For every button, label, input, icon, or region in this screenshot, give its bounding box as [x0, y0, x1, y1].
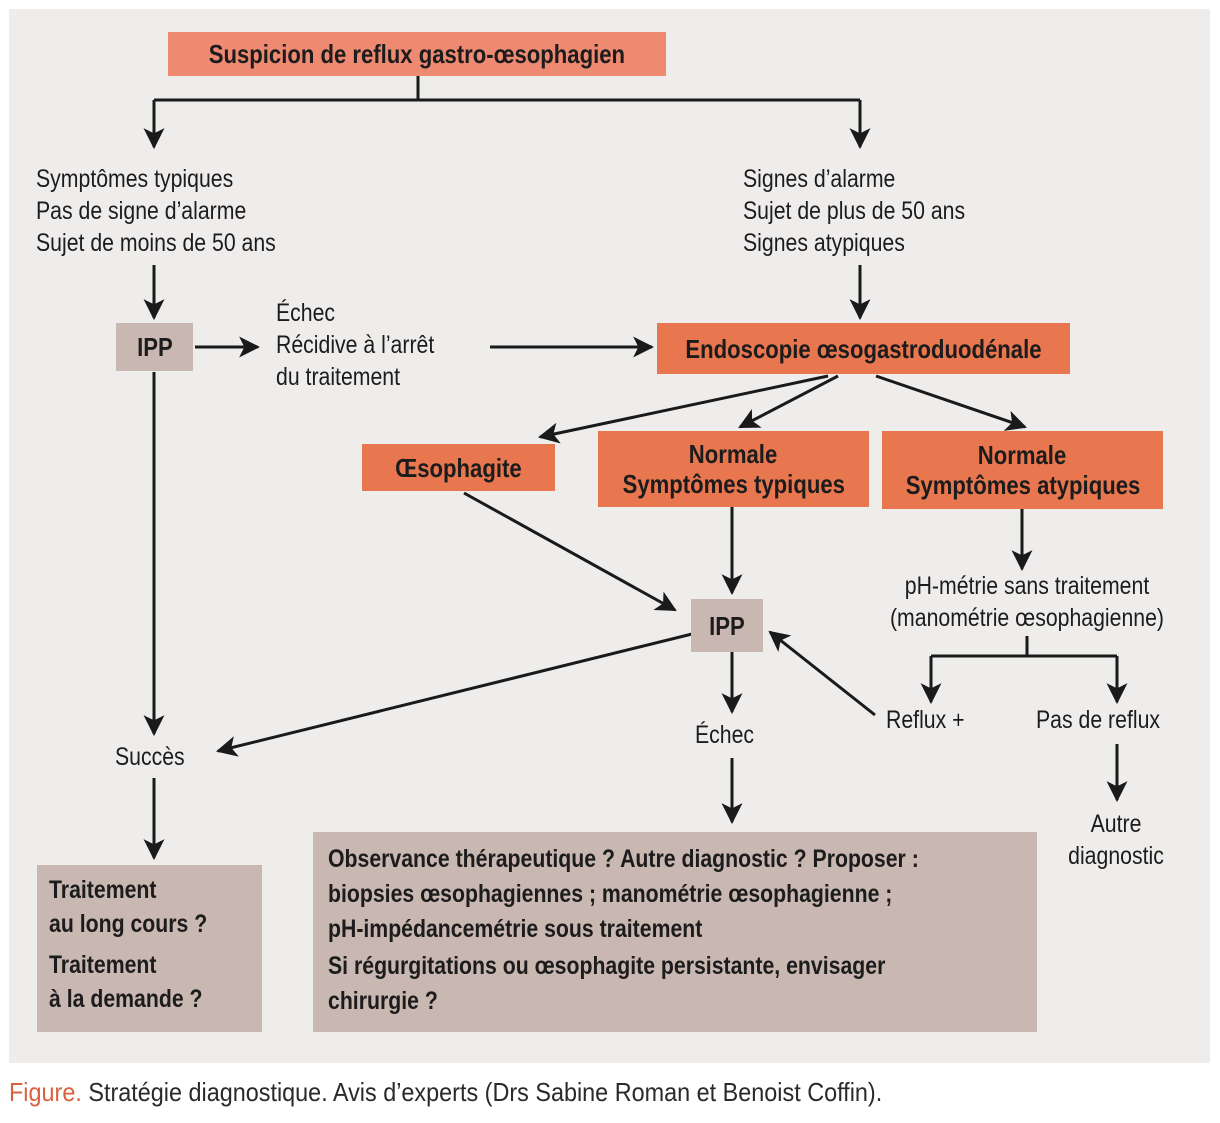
echec-line-1: Échec [276, 299, 336, 327]
right-criteria-line-2: Sujet de plus de 50 ans [743, 197, 966, 225]
oesophagite-box: Œsophagite [362, 444, 555, 491]
traitement-line-4: à la demande ? [49, 985, 203, 1013]
endoscopie-box: Endoscopie œsogastroduodénale [657, 323, 1070, 374]
arrow-to-normale-atypiques [875, 374, 1027, 431]
left-criteria-line-3: Sujet de moins de 50 ans [36, 229, 276, 257]
traitement-box: Traitement au long cours ? Traitement à … [37, 865, 262, 1032]
endoscopie-label: Endoscopie œsogastroduodénale [685, 333, 1042, 364]
observance-line-5: chirurgie ? [328, 987, 438, 1015]
arrow-to-oesophagite [537, 374, 829, 444]
normale-atypiques-line-2: Symptômes atypiques [905, 470, 1140, 500]
observance-line-3: pH-impédancemétrie sous traitement [328, 915, 703, 943]
normale-atypiques-box: Normale Symptômes atypiques [882, 431, 1163, 509]
traitement-line-3: Traitement [49, 951, 157, 979]
traitement-line-1: Traitement [49, 876, 157, 904]
arrow-to-normale-typiques [738, 374, 839, 429]
ipp-box-2: IPP [691, 599, 763, 652]
ipp-box-1: IPP [116, 323, 193, 371]
normale-typiques-line-1: Normale [689, 439, 778, 469]
arrow-oesophagite-to-ipp [463, 491, 677, 612]
ipp-label-2: IPP [709, 610, 745, 641]
suspicion-label: Suspicion de reflux gastro-œsophagien [208, 39, 626, 69]
observance-line-2: biopsies œsophagiennes ; manométrie œsop… [328, 880, 893, 908]
echec-2-label: Échec [695, 721, 755, 749]
ipp-label-1: IPP [136, 332, 173, 362]
reflux-plus-label: Reflux + [886, 706, 965, 734]
pas-de-reflux-label: Pas de reflux [1036, 706, 1161, 734]
arrow-reflux-to-ipp [768, 630, 876, 717]
arrow-ipp-to-succes-2 [215, 632, 693, 757]
succes-label: Succès [115, 743, 185, 771]
observance-line-4: Si régurgitations ou œsophagite persista… [328, 952, 886, 980]
observance-box: Observance thérapeutique ? Autre diagnos… [313, 832, 1037, 1032]
figure-caption: Figure. Stratégie diagnostique. Avis d’e… [9, 1077, 882, 1108]
phmetrie-line-2: (manométrie œsophagienne) [889, 604, 1165, 632]
normale-typiques-box: Normale Symptômes typiques [598, 431, 869, 507]
normale-typiques-line-2: Symptômes typiques [622, 469, 845, 499]
caption-text: Stratégie diagnostique. Avis d’experts (… [81, 1077, 883, 1107]
echec-line-2: Récidive à l’arrêt [276, 331, 435, 359]
oesophagite-label: Œsophagite [395, 452, 522, 483]
right-criteria-line-3: Signes atypiques [743, 229, 905, 257]
autre-diagnostic-line-2: diagnostic [1068, 842, 1164, 870]
normale-atypiques-line-1: Normale [978, 440, 1067, 470]
echec-line-3: du traitement [276, 363, 401, 391]
left-criteria-line-2: Pas de signe d’alarme [36, 197, 247, 225]
suspicion-box: Suspicion de reflux gastro-œsophagien [168, 32, 666, 76]
caption-label: Figure. [9, 1077, 82, 1107]
traitement-line-2: au long cours ? [49, 910, 208, 938]
phmetrie-line-1: pH-métrie sans traitement [904, 572, 1150, 600]
observance-line-1: Observance thérapeutique ? Autre diagnos… [328, 845, 919, 873]
autre-diagnostic-line-1: Autre [1090, 810, 1142, 838]
right-criteria-line-1: Signes d’alarme [743, 165, 896, 193]
left-criteria-line-1: Symptômes typiques [36, 165, 234, 193]
